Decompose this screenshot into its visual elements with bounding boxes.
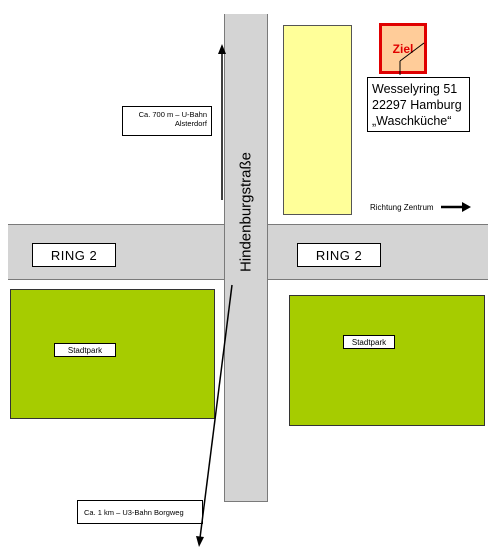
address-venue: „Waschküche“ bbox=[372, 114, 452, 128]
address-city: 22297 Hamburg bbox=[372, 98, 462, 112]
note-top-line1: Ca. 700 m – U-Bahn bbox=[138, 110, 207, 119]
direction-label: Richtung Zentrum bbox=[370, 203, 434, 212]
destination-label: Ziel bbox=[392, 41, 414, 56]
address-box: Wesselyring 51 22297 Hamburg „Waschküche… bbox=[367, 77, 470, 132]
note-u-bahn-alsterdorf: Ca. 700 m – U-Bahn Alsterdorf bbox=[122, 106, 212, 136]
note-u3-bahn-borgweg: Ca. 1 km – U3-Bahn Borgweg bbox=[77, 500, 203, 524]
park-label-right: Stadtpark bbox=[343, 335, 395, 349]
park-label-left: Stadtpark bbox=[54, 343, 116, 357]
arrow-south-icon bbox=[196, 284, 233, 547]
pointer-line bbox=[399, 42, 425, 75]
arrow-east-icon bbox=[441, 202, 471, 212]
ring-2-label-left: RING 2 bbox=[32, 243, 116, 267]
note-top-line2: Alsterdorf bbox=[174, 119, 207, 128]
ring-2-label-right: RING 2 bbox=[297, 243, 381, 267]
arrow-north-icon bbox=[218, 44, 226, 200]
road-intersection bbox=[225, 225, 267, 279]
building-block bbox=[283, 25, 352, 215]
park-stadtpark-right bbox=[289, 295, 485, 426]
address-street: Wesselyring 51 bbox=[372, 82, 458, 96]
destination-marker: Ziel bbox=[379, 23, 427, 74]
